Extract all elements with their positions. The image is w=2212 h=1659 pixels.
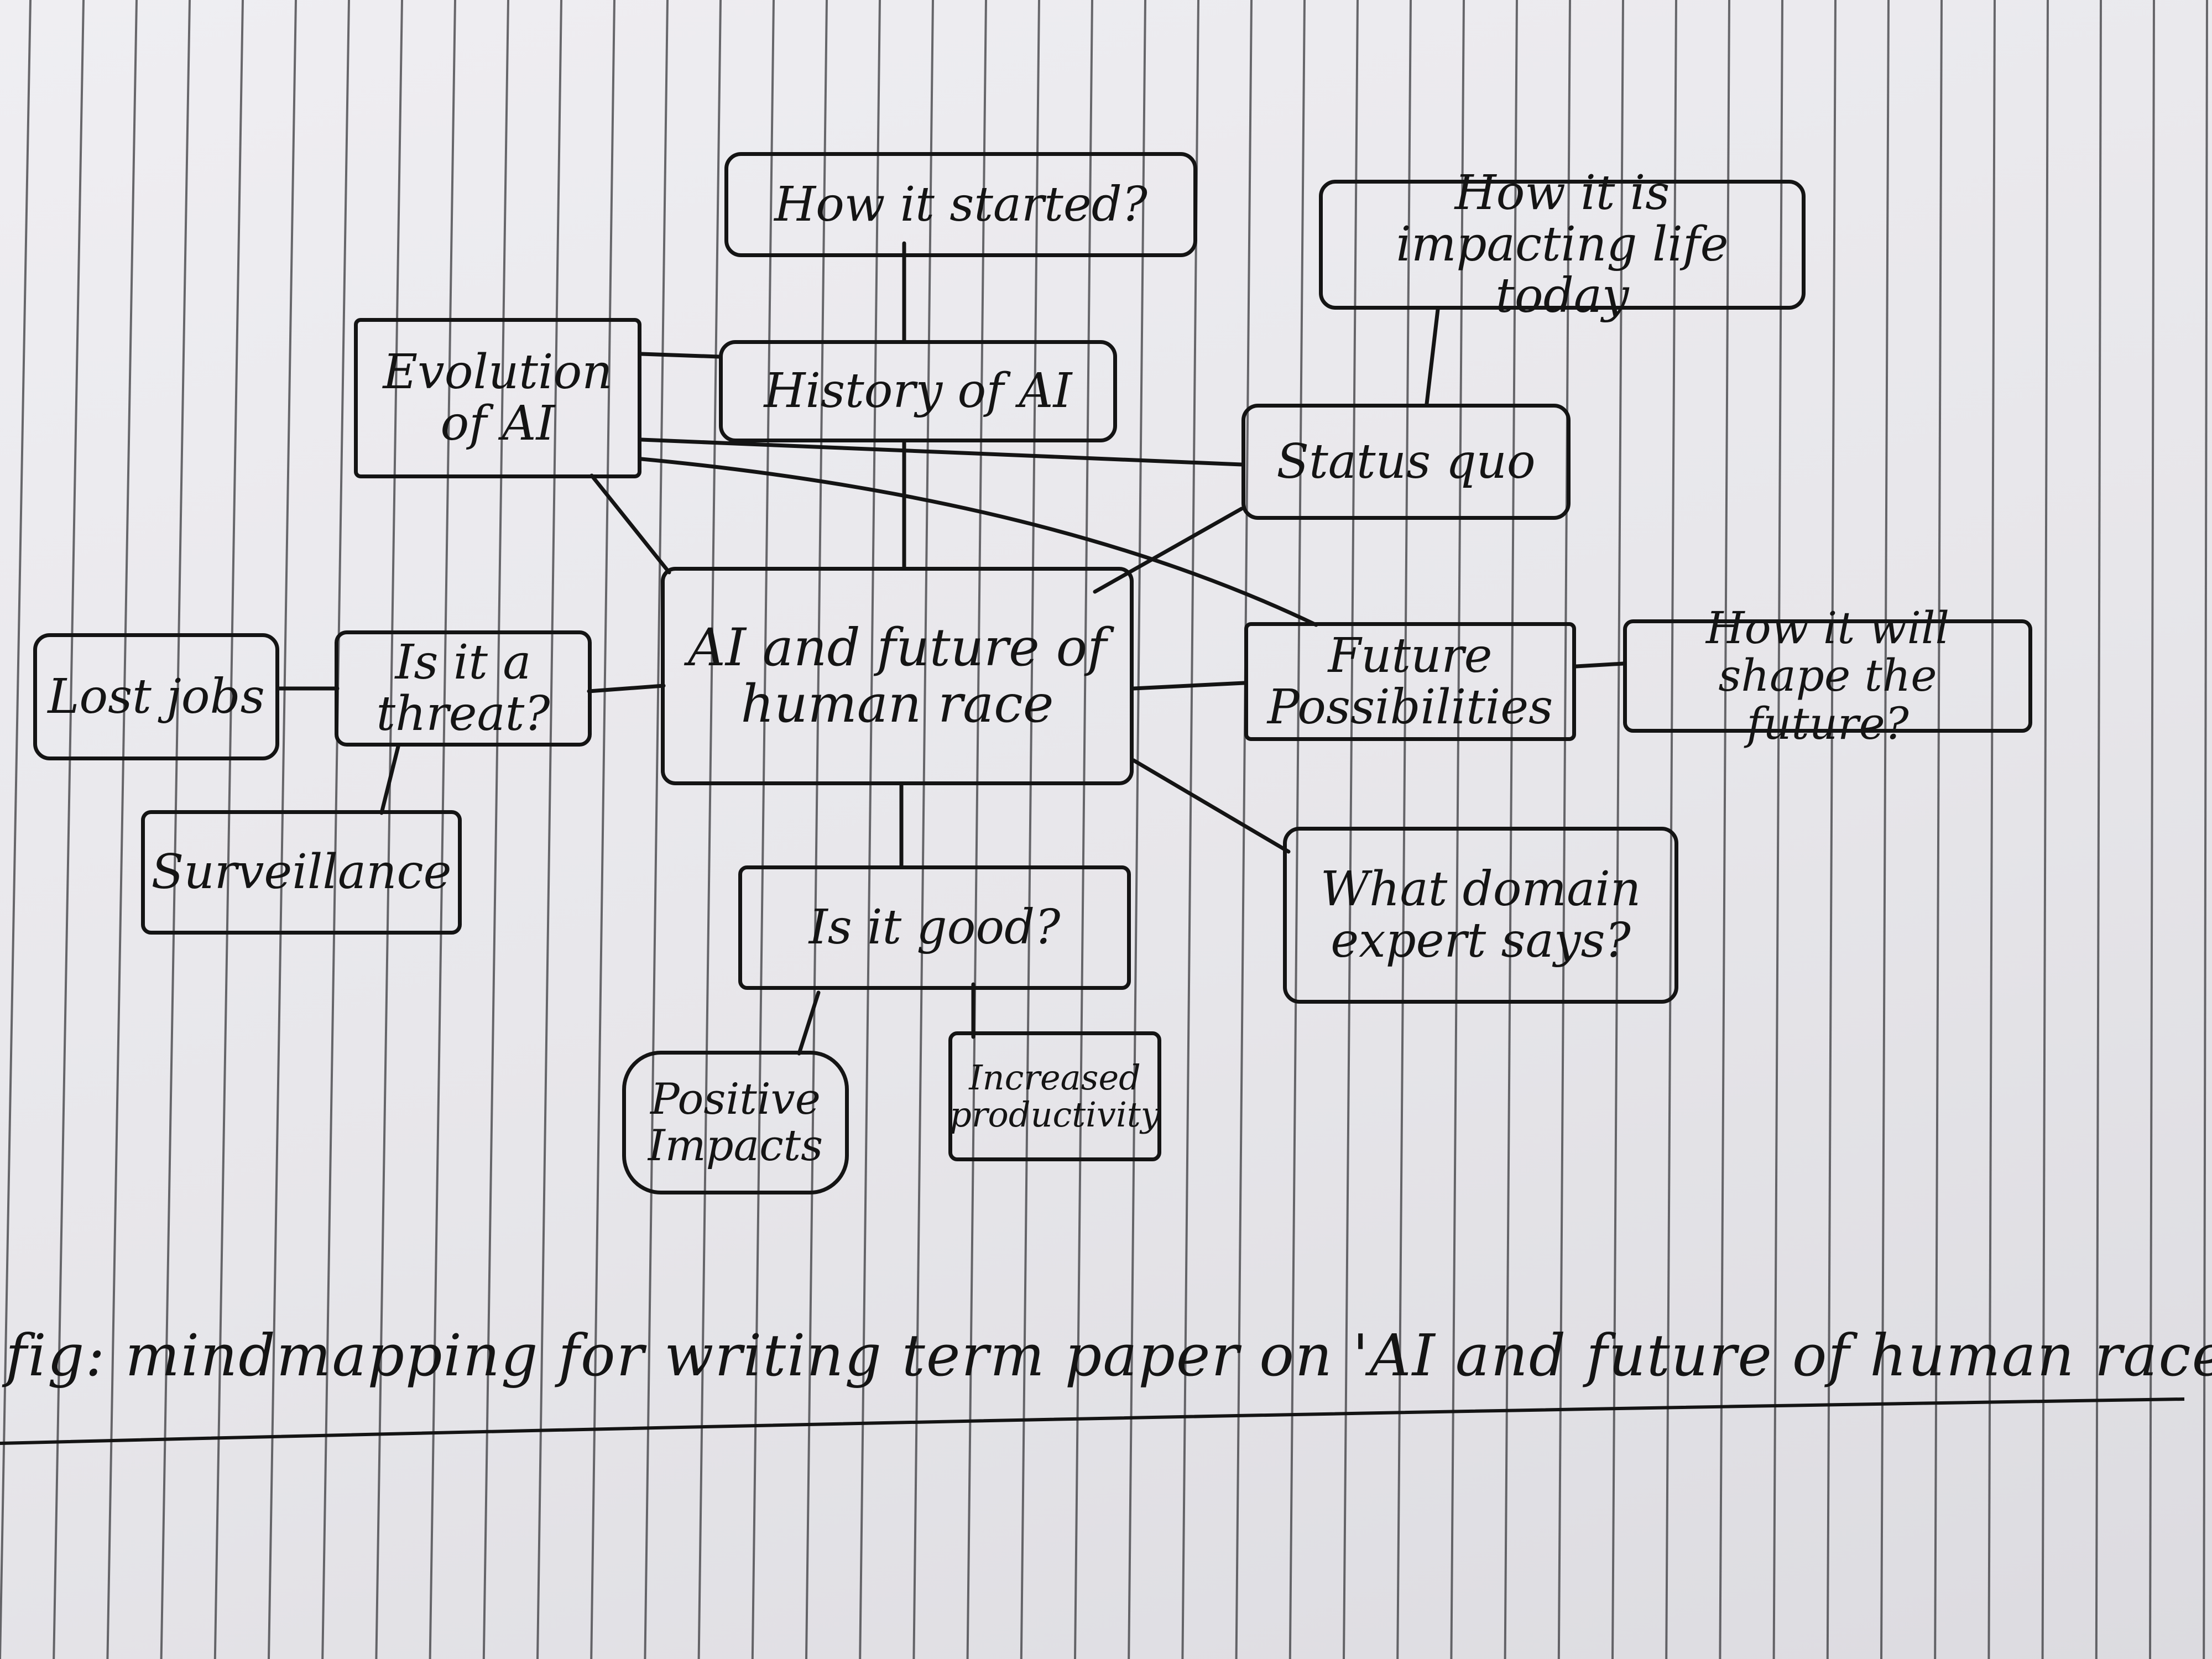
node-status-quo: Status quo [1241,404,1571,520]
ruled-line [429,0,456,1659]
ruled-line [1880,0,1890,1659]
node-surveillance: Surveillance [141,810,462,935]
label-how-it-started: How it started? [774,176,1147,232]
ruled-line [1235,0,1253,1659]
node-is-it-good: Is it good? [738,865,1131,990]
node-is-it-threat: Is it a threat? [335,630,592,747]
ruled-line [751,0,775,1659]
ruled-line [53,0,85,1659]
edge-central-evolution [589,473,671,575]
ruled-line [160,0,191,1659]
label-is-it-good: Is it good? [808,900,1061,956]
node-future-possibilities: Future Possibilities [1244,622,1576,741]
label-positive-impacts: Positive Impacts [648,1074,823,1171]
label-domain-expert: What domain expert says? [1320,862,1641,968]
node-impacting-today: How it is impacting life today [1319,168,1806,321]
ruled-line [1074,0,1093,1659]
node-evolution-of-ai: Evolution of AI [354,318,641,478]
ruled-line [859,0,881,1659]
edge-good-positive [797,990,821,1056]
edge-central-threat [587,684,666,693]
label-lost-jobs: Lost jobs [48,669,265,724]
ruled-line [0,0,32,1659]
ruled-line [106,0,138,1659]
ruled-line [536,0,562,1659]
ruled-line [1128,0,1146,1659]
figure-caption: fig: mindmapping for writing term paper … [6,1322,2212,1389]
edge-evolution-status-quo [639,437,1244,467]
node-positive-impacts: Positive Impacts [622,1051,849,1194]
label-increased-productivity: Increased productivity [950,1057,1160,1135]
ruled-line [268,0,297,1659]
label-status-quo: Status quo [1276,434,1536,489]
edge-central-future-possibilities [1131,681,1246,691]
ruled-line [1181,0,1199,1659]
edge-evolution-future-possibilities [639,457,1318,627]
edge-history-evolution [639,352,721,359]
ruled-line [805,0,828,1659]
edge-central-domain-expert [1131,758,1291,854]
ruled-line [2149,0,2155,1659]
caption-underline [0,1397,2185,1445]
ruled-line [966,0,987,1659]
label-future-possibilities: Future Possibilities [1267,628,1553,735]
node-how-it-started: How it started? [724,152,1197,257]
ruled-line [697,0,722,1659]
node-central-topic: AI and future of human race [661,567,1134,785]
node-history-of-ai: History of AI [719,340,1117,442]
edge-threat-surveillance [379,744,400,815]
ruled-line [213,0,244,1659]
ruled-line [1772,0,1783,1659]
ruled-line [590,0,615,1659]
ruled-line [375,0,403,1659]
label-history-of-ai: History of AI [764,363,1072,419]
ruled-line [1987,0,1996,1659]
label-surveillance: Surveillance [151,844,452,900]
ruled-line [1020,0,1040,1659]
ruled-line [482,0,509,1659]
ruled-line [321,0,350,1659]
label-is-it-threat: Is it a threat? [376,635,550,742]
node-domain-expert: What domain expert says? [1283,827,1678,1004]
ruled-line [2095,0,2102,1659]
node-increased-productivity: Increased productivity [948,1031,1161,1161]
ruled-line [1934,0,1943,1659]
label-evolution-of-ai: Evolution of AI [383,345,613,451]
ruled-line [912,0,934,1659]
label-impacting-today: How it is impacting life today [1396,165,1729,324]
node-shape-future: How it will shape the future? [1623,604,2032,747]
edge-status-quo-impacting-today [1425,307,1440,406]
label-central-topic: AI and future of human race [687,617,1107,734]
ruled-line [2203,0,2208,1659]
node-lost-jobs: Lost jobs [33,633,279,760]
ruled-line [2041,0,2049,1659]
ruled-line [1826,0,1837,1659]
ruled-line [644,0,669,1659]
ruled-line [1719,0,1730,1659]
edge-future-shape-future [1574,661,1625,669]
label-shape-future: How it will shape the future? [1705,602,1950,749]
